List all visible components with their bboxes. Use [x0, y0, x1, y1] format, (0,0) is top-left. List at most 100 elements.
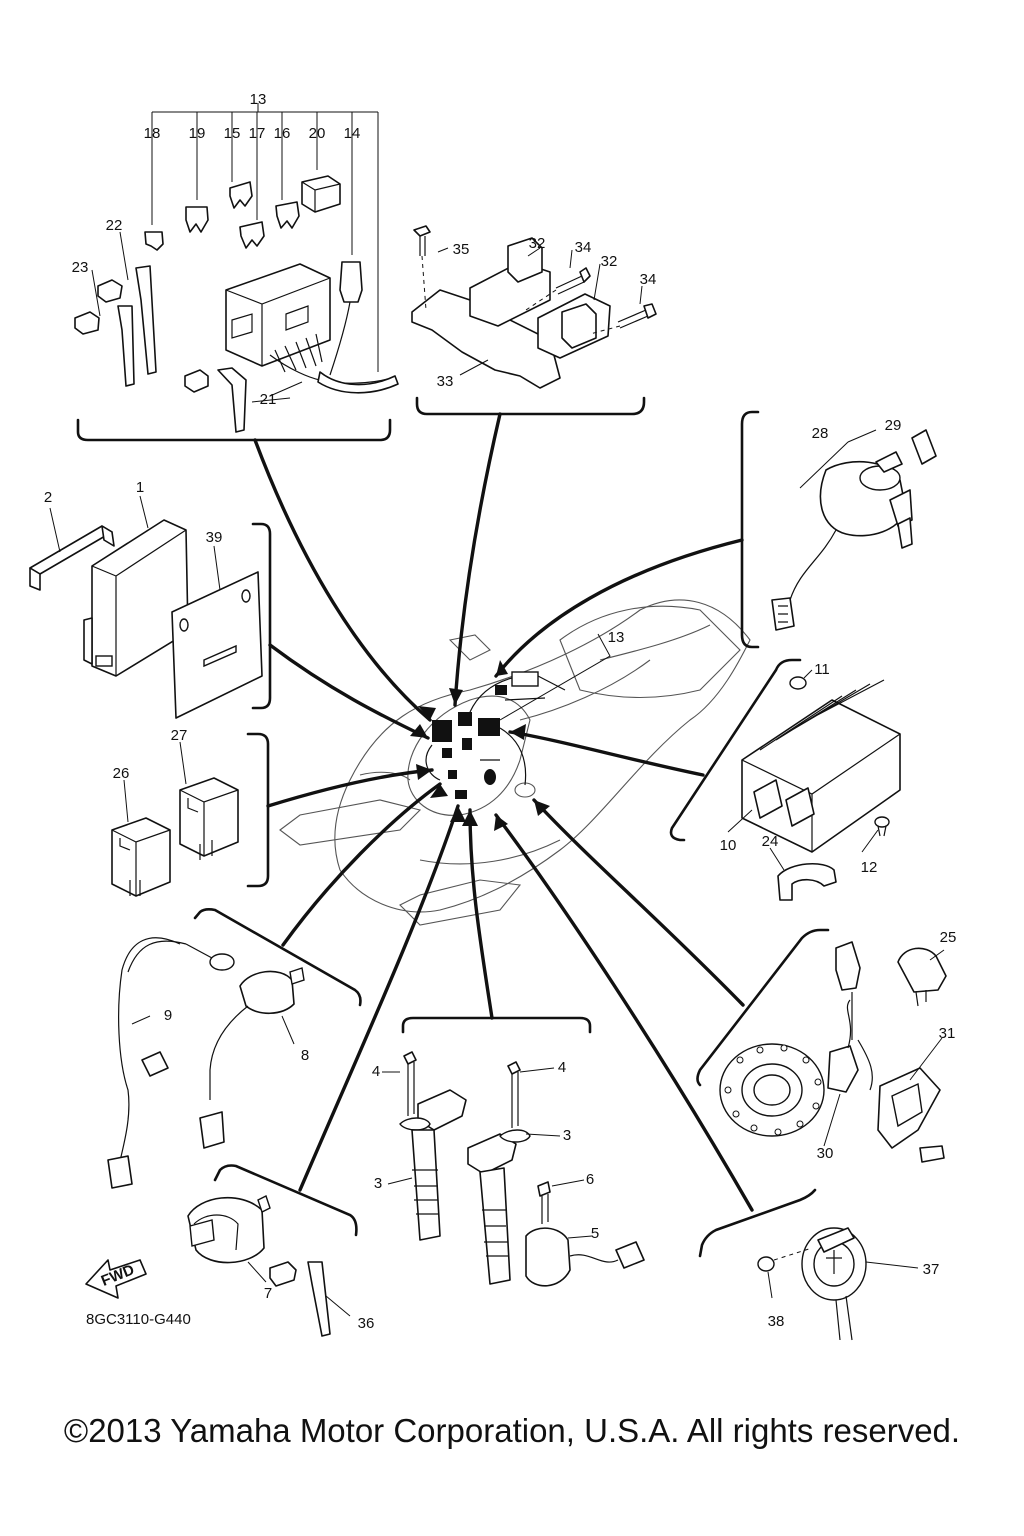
fuse-box-group [74, 103, 399, 433]
fuse-16-icon [275, 201, 300, 229]
label-25: 25 [940, 929, 957, 946]
label-15: 15 [224, 125, 241, 142]
label-31: 31 [939, 1025, 956, 1042]
relay-26-icon [111, 817, 171, 897]
nut-11-icon [789, 676, 807, 690]
horn-group [757, 1227, 919, 1341]
label-21: 21 [260, 391, 277, 408]
label-17: 17 [249, 125, 266, 142]
label-34b: 34 [640, 271, 657, 288]
label-37: 37 [923, 1261, 940, 1278]
tie-22-head-icon [97, 279, 123, 303]
pad-39-icon [171, 571, 263, 719]
connector-9-icon [141, 1051, 169, 1077]
label-16: 16 [274, 125, 291, 142]
callout-rays [253, 412, 754, 1212]
label-34a: 34 [575, 239, 592, 256]
bolt-12-icon [874, 816, 890, 828]
label-19: 19 [189, 125, 206, 142]
connector-14-icon [339, 261, 363, 303]
key-icon [875, 451, 903, 473]
connector-8-icon [199, 1111, 225, 1149]
label-11: 11 [814, 661, 830, 678]
rectifier-10-icon [741, 699, 901, 853]
key-cap-29-icon [911, 429, 937, 465]
fuse-20-icon [301, 175, 341, 213]
fuse-18-icon [144, 231, 164, 251]
fuse-17-icon [239, 221, 265, 249]
label-8: 8 [301, 1047, 309, 1064]
temp-sensor-group [85, 1195, 351, 1337]
label-29: 29 [885, 417, 902, 434]
vehicle-outline [279, 599, 751, 926]
bolt-4a-icon [403, 1051, 417, 1065]
label-7: 7 [264, 1285, 272, 1302]
clamp-24-icon [777, 862, 837, 901]
label-32a: 32 [529, 235, 546, 252]
label-2: 2 [44, 489, 52, 506]
rectifier-group [499, 633, 901, 901]
pickup-group [719, 941, 947, 1163]
pickup-connector-icon [835, 941, 861, 991]
connector-10a-icon [753, 779, 783, 819]
label-3b: 3 [563, 1127, 571, 1144]
label-18: 18 [144, 125, 161, 142]
tie-21-head-icon [184, 369, 209, 393]
drawing-code: 8GC3110-G440 [86, 1311, 191, 1328]
label-12: 12 [861, 859, 878, 876]
label-4b: 4 [558, 1059, 566, 1076]
label-23: 23 [72, 259, 89, 276]
coil-3b-head-icon [467, 1133, 517, 1175]
label-35: 35 [453, 241, 470, 258]
label-30: 30 [817, 1145, 834, 1162]
label-10: 10 [720, 837, 737, 854]
fuse-15-icon [229, 181, 253, 209]
label-36: 36 [358, 1315, 375, 1332]
group-brackets [76, 396, 830, 1258]
coil-3a-body-icon [411, 1129, 441, 1241]
label-3a: 3 [374, 1175, 382, 1192]
label-26: 26 [113, 765, 130, 782]
label-9: 9 [164, 1007, 172, 1024]
fuse-19-icon [185, 206, 209, 233]
relay-27-icon [179, 777, 239, 857]
copyright-notice: ©2013 Yamaha Motor Corporation, U.S.A. A… [63, 1412, 961, 1449]
relay-bracket-group [411, 225, 657, 389]
label-14: 14 [344, 125, 361, 142]
label-22: 22 [106, 217, 123, 234]
tie-23-head-icon [74, 311, 100, 335]
pickup-30-icon [827, 1045, 859, 1093]
sensor-7-icon [187, 1196, 265, 1264]
wiring-harness-cluster [425, 671, 566, 799]
label-5: 5 [591, 1225, 599, 1242]
connector-10b-icon [785, 787, 815, 827]
fuse-box-icon [225, 263, 331, 367]
bolt-34a-icon [579, 267, 591, 283]
fwd-arrow-icon [85, 1259, 147, 1299]
lead-wire-group [107, 937, 305, 1189]
label-13-mid: 13 [608, 629, 625, 646]
label-20: 20 [309, 125, 326, 142]
relay-32a-icon [507, 237, 543, 283]
screw-6-icon [537, 1181, 551, 1197]
tie-36-head-icon [269, 1261, 297, 1287]
label-27: 27 [171, 727, 188, 744]
tie-36-icon [307, 1261, 331, 1337]
relay-32b-icon [561, 303, 597, 349]
tie-23-icon [117, 305, 135, 387]
sensor-5-icon [525, 1227, 571, 1287]
bracket-33-icon [411, 289, 561, 389]
label-39: 39 [206, 529, 223, 546]
label-33: 33 [437, 373, 454, 390]
tie-21-icon [217, 367, 247, 433]
bolt-4b-icon [507, 1061, 521, 1075]
bolt-34b-icon [643, 303, 657, 319]
label-13-top: 13 [250, 91, 267, 108]
screw-35-icon [413, 225, 431, 237]
key-29-icon [897, 517, 913, 549]
nut-38-icon [757, 1256, 775, 1272]
part-number-labels: 13 18 19 15 17 16 20 14 22 23 21 35 32 3… [44, 91, 957, 1332]
relay-group [111, 741, 239, 897]
label-4a: 4 [372, 1063, 380, 1080]
